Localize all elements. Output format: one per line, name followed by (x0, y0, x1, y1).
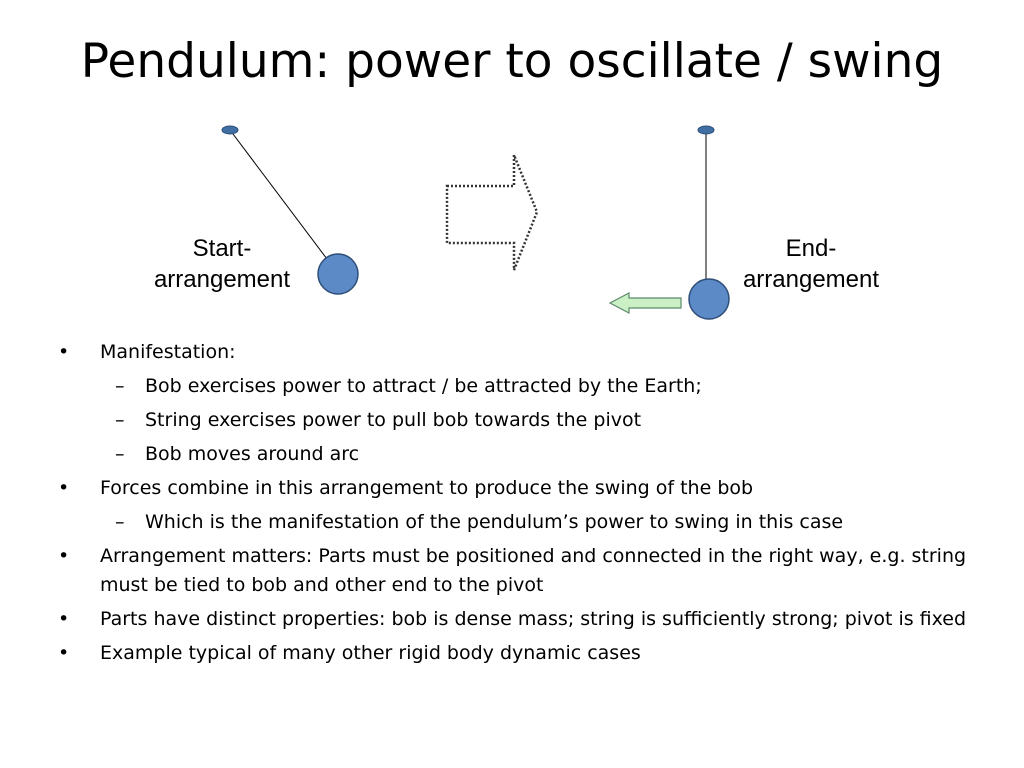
slide-title: Pendulum: power to oscillate / swing (80, 34, 944, 89)
sub-bullet-item: – String exercises power to pull bob tow… (56, 406, 976, 435)
bullet-item: • Manifestation: (56, 338, 976, 367)
sub-bullet-text: String exercises power to pull bob towar… (145, 409, 642, 431)
bullet-item: • Forces combine in this arrangement to … (56, 474, 976, 503)
sub-bullet-item: – Bob moves around arc (56, 440, 976, 469)
start-arrangement-label: Start- arrangement (130, 233, 314, 295)
start-string (229, 129, 331, 264)
transition-arrow (445, 154, 539, 271)
sub-bullet-marker: – (115, 409, 125, 431)
bullet-text: Parts have distinct properties: bob is d… (100, 608, 967, 630)
sub-bullet-text: Bob moves around arc (145, 443, 360, 465)
bullet-marker: • (58, 477, 70, 499)
bullet-item: • Arrangement matters: Parts must be pos… (56, 542, 976, 600)
end-label-line-1: End- (785, 235, 837, 262)
start-pivot (221, 125, 239, 135)
bullet-text: Manifestation: (100, 341, 236, 363)
end-bob (688, 278, 730, 320)
bullet-item: • Example typical of many other rigid bo… (56, 639, 976, 668)
motion-arrow (608, 292, 682, 314)
bullet-text: Example typical of many other rigid body… (100, 642, 641, 664)
bullet-text: Arrangement matters: Parts must be posit… (100, 545, 967, 596)
sub-bullet-marker: – (115, 511, 125, 533)
bullet-marker: • (58, 341, 70, 363)
sub-bullet-item: – Which is the manifestation of the pend… (56, 508, 976, 537)
sub-bullet-item: – Bob exercises power to attract / be at… (56, 372, 976, 401)
bullet-marker: • (58, 642, 70, 664)
start-bob (317, 253, 359, 295)
bullet-marker: • (58, 608, 70, 630)
pendulum-diagram (221, 125, 730, 320)
sub-bullet-text: Bob exercises power to attract / be attr… (145, 375, 702, 397)
end-label-line-2: arrangement (742, 266, 880, 293)
end-arrangement-label: End- arrangement (719, 233, 903, 295)
bullet-text: Forces combine in this arrangement to pr… (100, 477, 754, 499)
bullet-marker: • (58, 545, 70, 567)
start-label-line-2: arrangement (153, 266, 291, 293)
bullet-item: • Parts have distinct properties: bob is… (56, 605, 976, 634)
start-label-line-1: Start- (192, 235, 252, 262)
sub-bullet-text: Which is the manifestation of the pendul… (145, 511, 844, 533)
sub-bullet-marker: – (115, 375, 125, 397)
sub-bullet-marker: – (115, 443, 125, 465)
bullet-list: • Manifestation: – Bob exercises power t… (56, 338, 976, 673)
end-pivot (697, 125, 715, 135)
